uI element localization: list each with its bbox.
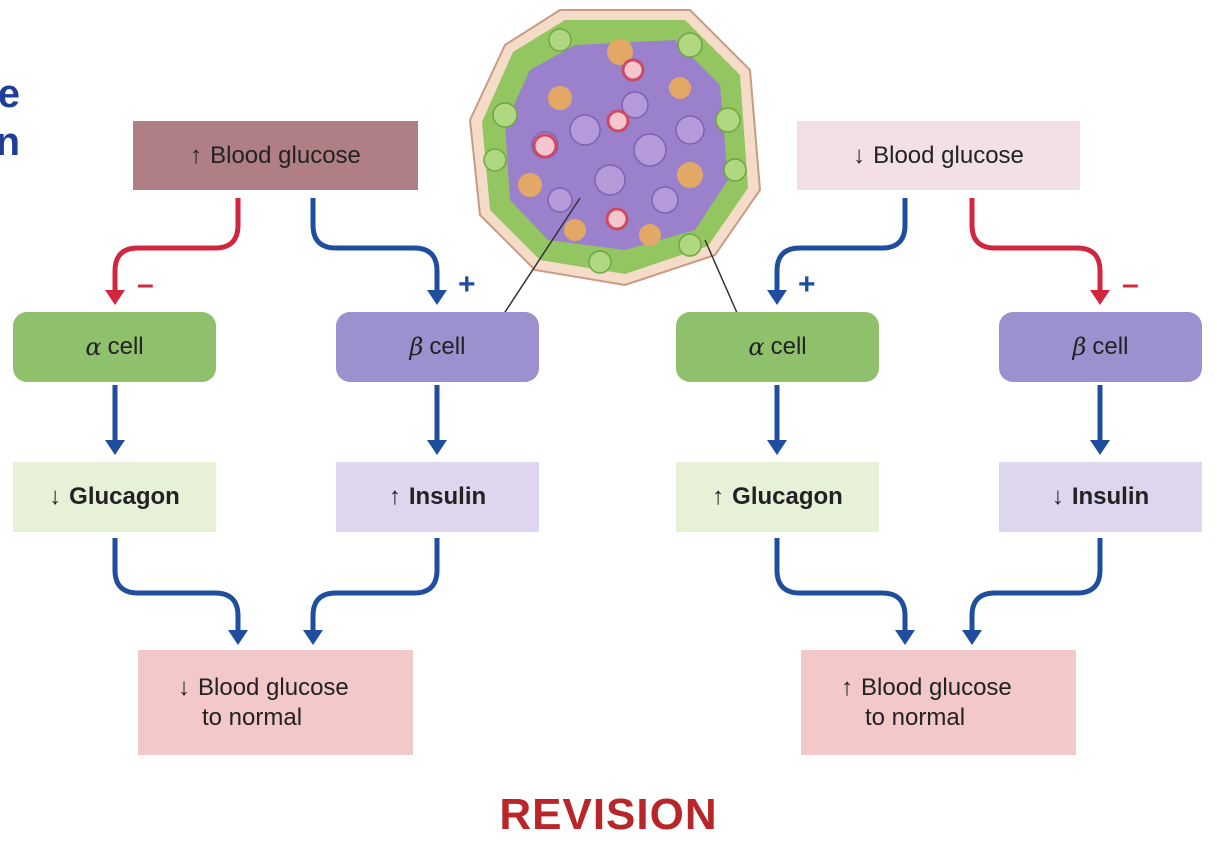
down-arrow-icon: ↓ xyxy=(1051,483,1064,510)
left-alpha-label: cell xyxy=(107,333,144,360)
left-result-text-1: Blood glucose xyxy=(198,673,349,701)
right-beta-inhibit-sign: – xyxy=(1122,268,1139,301)
revision-label: REVISION xyxy=(499,790,718,839)
left-glucagon-box: ↓ Glucagon xyxy=(13,462,216,532)
right-result-text-1: Blood glucose xyxy=(861,673,1012,701)
clipped-title-line-2: n xyxy=(0,120,20,164)
right-glucagon-box: ↑ Glucagon xyxy=(676,462,879,532)
up-arrow-icon: ↑ xyxy=(712,483,725,510)
up-arrow-icon: ↑ xyxy=(190,141,203,169)
left-glucagon-to-result-arrow xyxy=(112,538,241,632)
alpha-symbol: α xyxy=(85,333,102,361)
right-inhibit-arrow xyxy=(969,198,1103,292)
alpha-symbol: α xyxy=(748,333,765,361)
right-result-text-2: to normal xyxy=(865,703,966,731)
beta-symbol: β xyxy=(1072,333,1087,361)
left-start-label: Blood glucose xyxy=(210,141,361,169)
left-high-blood-glucose-box: ↑ Blood glucose xyxy=(133,121,418,190)
clipped-title-line-1: e xyxy=(0,72,20,116)
down-arrow-icon: ↓ xyxy=(853,141,866,169)
right-beta-cell-box: β cell xyxy=(999,312,1202,382)
left-insulin-to-result-arrow xyxy=(310,538,440,632)
right-result-line-1: ↑ Blood glucose xyxy=(841,673,1012,703)
beta-symbol: β xyxy=(409,333,424,361)
left-stimulate-arrow xyxy=(310,198,440,292)
left-glucagon-label: Glucagon xyxy=(69,483,180,510)
right-beta-label: cell xyxy=(1092,333,1129,360)
right-glucagon-label: Glucagon xyxy=(732,483,843,510)
down-arrow-icon: ↓ xyxy=(178,673,190,701)
right-glucagon-to-result-arrow xyxy=(774,538,908,632)
down-arrow-icon: ↓ xyxy=(49,483,62,510)
right-insulin-to-result-arrow xyxy=(969,538,1103,632)
right-stimulate-arrow xyxy=(774,198,908,292)
left-insulin-label: Insulin xyxy=(408,483,487,510)
clipped-title: e n xyxy=(0,70,20,166)
up-arrow-icon: ↑ xyxy=(841,673,853,701)
left-beta-stimulate-sign: + xyxy=(458,268,476,301)
left-result-text-2: to normal xyxy=(202,703,303,731)
left-alpha-inhibit-sign: – xyxy=(137,268,154,301)
left-insulin-box: ↑ Insulin xyxy=(336,462,539,532)
pancreatic-islet-illustration xyxy=(468,9,762,287)
right-alpha-cell-box: α cell xyxy=(676,312,879,382)
left-alpha-cell-box: α cell xyxy=(13,312,216,382)
left-inhibit-arrow xyxy=(112,198,241,292)
right-insulin-label: Insulin xyxy=(1071,483,1150,510)
right-alpha-label: cell xyxy=(770,333,807,360)
up-arrow-icon: ↑ xyxy=(388,483,401,510)
right-start-label: Blood glucose xyxy=(873,141,1024,169)
right-result-box: ↑ Blood glucose to normal xyxy=(801,650,1076,755)
left-beta-cell-box: β cell xyxy=(336,312,539,382)
left-beta-label: cell xyxy=(429,333,466,360)
right-insulin-box: ↓ Insulin xyxy=(999,462,1202,532)
right-alpha-stimulate-sign: + xyxy=(798,268,816,301)
left-result-line-1: ↓ Blood glucose xyxy=(178,673,349,703)
left-result-box: ↓ Blood glucose to normal xyxy=(138,650,413,755)
right-low-blood-glucose-box: ↓ Blood glucose xyxy=(797,121,1080,190)
